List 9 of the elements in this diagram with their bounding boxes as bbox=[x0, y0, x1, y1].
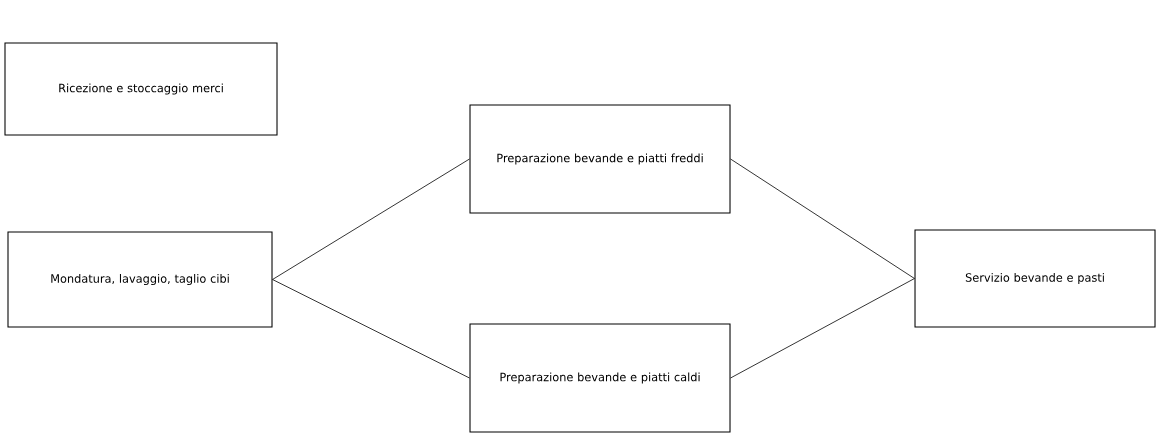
connector-line bbox=[730, 278, 915, 379]
connector-line bbox=[272, 279, 470, 379]
connector-line bbox=[272, 158, 470, 280]
process-box: Preparazione bevande e piatti caldi bbox=[469, 323, 731, 433]
connector-line bbox=[730, 158, 915, 279]
process-box: Servizio bevande e pasti bbox=[914, 229, 1156, 328]
process-box: Preparazione bevande e piatti freddi bbox=[469, 104, 731, 214]
process-box: Mondatura, lavaggio, taglio cibi bbox=[7, 231, 273, 328]
process-box: Ricezione e stoccaggio merci bbox=[4, 42, 278, 136]
